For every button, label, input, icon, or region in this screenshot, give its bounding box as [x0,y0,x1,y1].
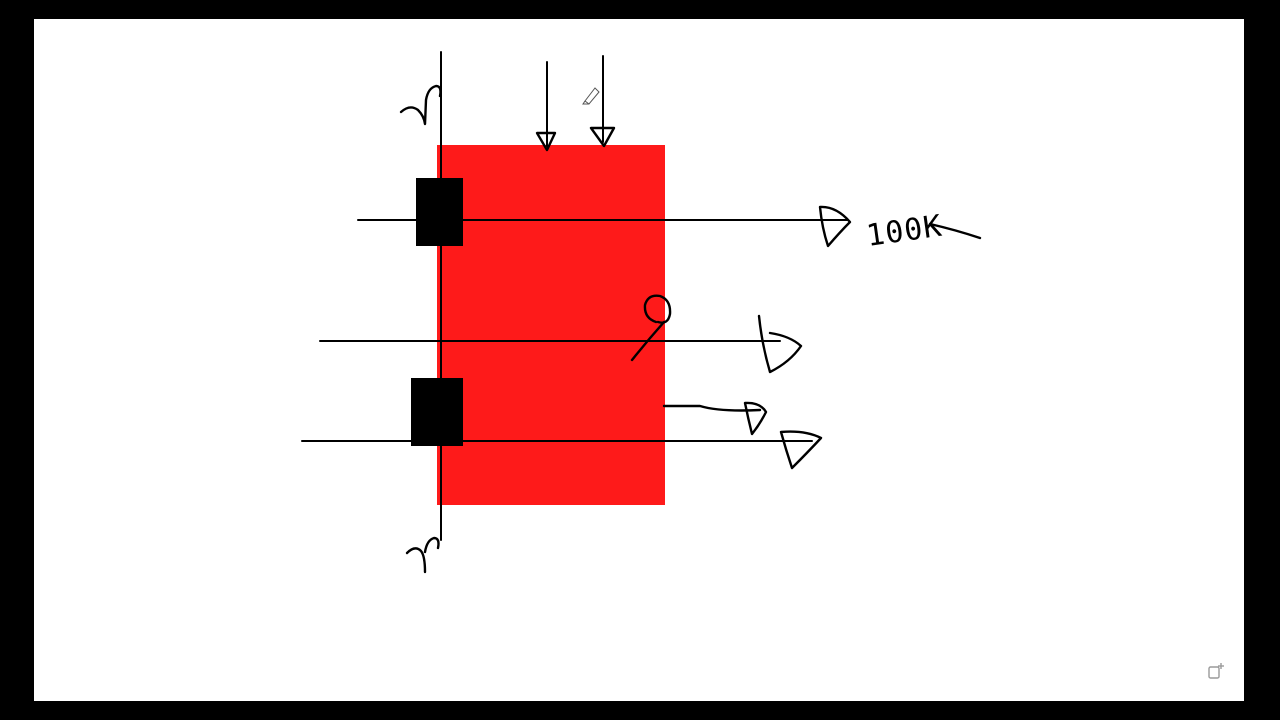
output-label-100k: 100K [864,209,944,254]
handwritten-loop-mark [630,294,672,362]
side-output-arrow [743,401,768,436]
new-page-icon[interactable] [1207,662,1225,680]
middle-output-arrow [757,314,803,374]
incoming-arrow-right [589,55,616,148]
incoming-arrow-left [535,61,557,152]
pen-cursor-icon [582,87,600,105]
red-slab [437,145,665,505]
top-output-arrow [818,205,852,248]
top-y-symbol [399,84,442,126]
bottom-y-symbol [405,536,440,574]
bottom-black-block [411,378,463,446]
bottom-output-arrow [779,430,823,470]
top-black-block [416,178,463,246]
side-output-line [662,404,762,412]
label-underline-stroke [928,222,982,240]
